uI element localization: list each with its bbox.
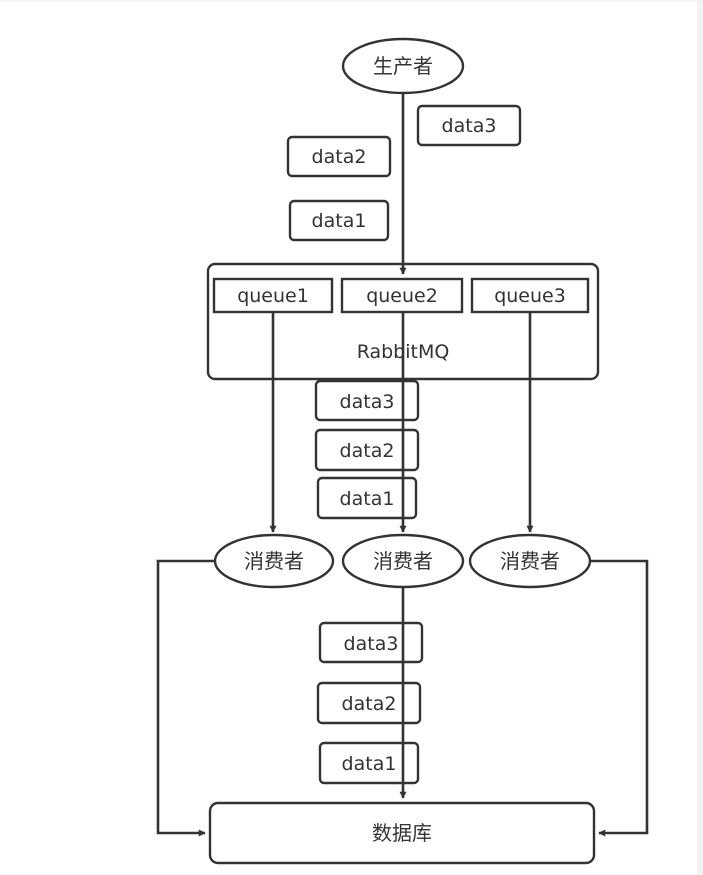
consumer-1: 消费者	[213, 533, 335, 589]
db-message-label: data2	[342, 693, 397, 715]
db-message-data3: data3	[318, 621, 424, 664]
queue-message-data2: data2	[314, 428, 420, 472]
incoming-message-label: data3	[442, 115, 497, 137]
producer-node: 生产者	[341, 37, 465, 95]
consumer-3-label: 消费者	[500, 549, 560, 573]
queue-2-label: queue2	[366, 285, 438, 307]
consumer-2: 消费者	[341, 533, 465, 589]
database-label: 数据库	[372, 821, 432, 845]
queue-message-label: data2	[340, 440, 395, 462]
queue-3-label: queue3	[494, 285, 566, 307]
db-message-data1: data1	[318, 741, 420, 785]
queue-1-label: queue1	[237, 285, 309, 307]
frame-right-edge	[697, 0, 703, 875]
db-message-label: data3	[344, 633, 399, 655]
incoming-message-label: data1	[312, 210, 367, 232]
incoming-message-data3: data3	[416, 104, 522, 147]
consumer3-to-database-arrow	[590, 559, 649, 837]
queue-message-data1: data1	[316, 476, 418, 520]
queue-message-label: data1	[340, 488, 395, 510]
queue-2: queue2	[340, 277, 464, 314]
queue-message-data3: data3	[314, 379, 420, 422]
consumer-3: 消费者	[468, 533, 592, 589]
database-node: 数据库	[208, 801, 596, 865]
incoming-message-data2: data2	[286, 135, 392, 178]
db-message-data2: data2	[316, 681, 422, 725]
queue-3: queue3	[470, 277, 590, 314]
queue-1: queue1	[212, 277, 334, 314]
consumer-2-label: 消费者	[373, 549, 433, 573]
queue-message-label: data3	[340, 391, 395, 413]
frame-top-edge	[0, 0, 703, 2]
consumer1-to-database-arrow	[156, 559, 215, 837]
consumer-1-label: 消费者	[244, 549, 304, 573]
incoming-message-data1: data1	[288, 199, 390, 242]
producer-label: 生产者	[373, 54, 433, 78]
incoming-message-label: data2	[312, 146, 367, 168]
db-message-label: data1	[342, 753, 397, 775]
